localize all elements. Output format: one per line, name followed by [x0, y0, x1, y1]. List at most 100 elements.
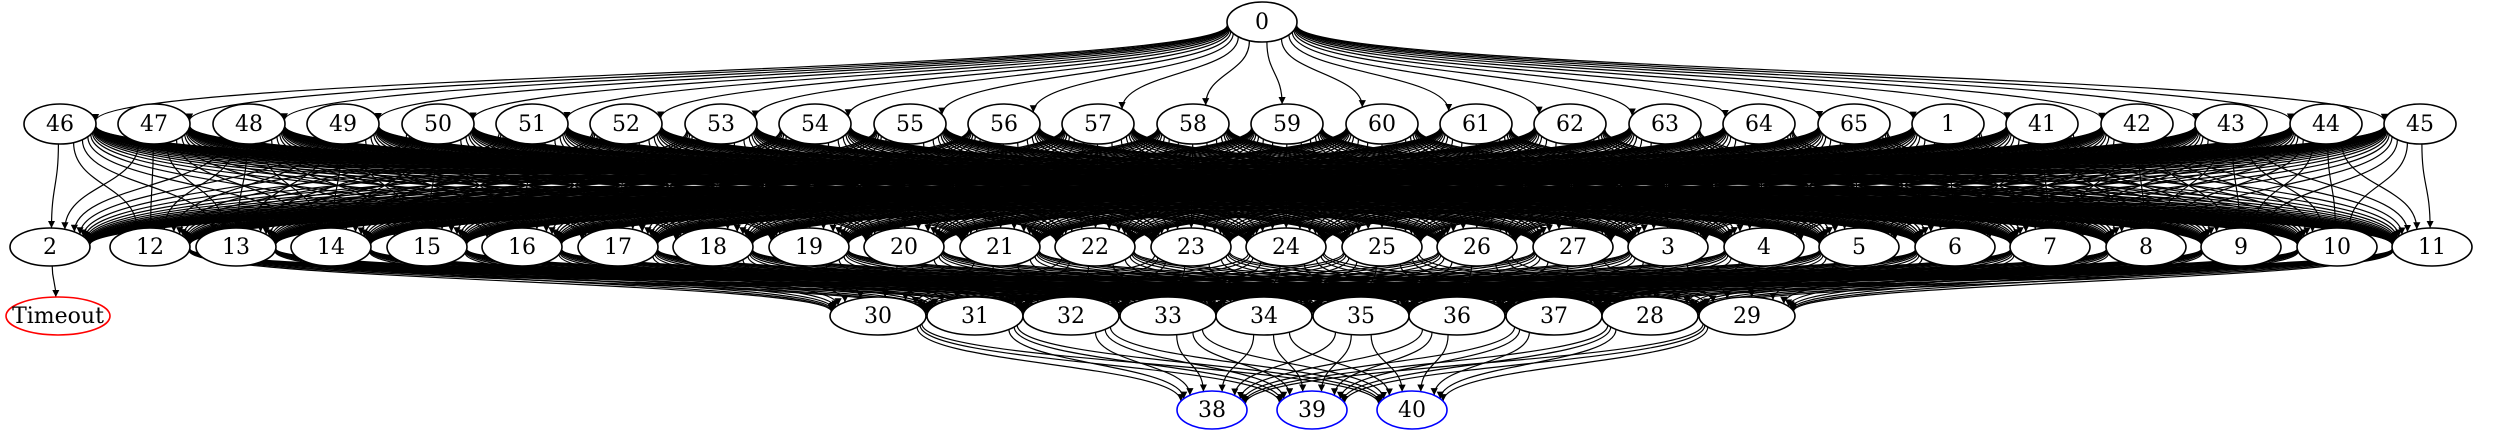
node-38-label: 38: [1198, 398, 1226, 423]
node-32[interactable]: 32: [1022, 296, 1120, 336]
node-10[interactable]: 10: [2296, 227, 2378, 267]
node-35[interactable]: 35: [1312, 296, 1410, 336]
node-49[interactable]: 49: [306, 103, 380, 145]
node-6[interactable]: 6: [1914, 227, 1996, 267]
node-1[interactable]: 1: [1911, 103, 1985, 145]
node-43-shape: [2194, 103, 2268, 145]
node-32-shape: [1022, 296, 1120, 336]
node-16[interactable]: 16: [481, 227, 563, 267]
node-46[interactable]: 46: [23, 103, 97, 145]
edge-53-to-2: [83, 130, 688, 241]
node-59[interactable]: 59: [1250, 103, 1324, 145]
node-48[interactable]: 48: [212, 103, 286, 145]
edge-55-to-2: [84, 128, 876, 242]
node-20[interactable]: 20: [863, 227, 945, 267]
node-57[interactable]: 57: [1061, 103, 1135, 145]
edge-0-to-43: [1295, 25, 2200, 121]
node-11[interactable]: 11: [2391, 227, 2473, 267]
edge-37-to-38: [1239, 326, 1516, 402]
node-34[interactable]: 34: [1215, 296, 1313, 336]
node-16-label: 16: [508, 235, 536, 260]
node-21[interactable]: 21: [959, 227, 1041, 267]
node-17[interactable]: 17: [577, 227, 659, 267]
node-12[interactable]: 12: [109, 227, 191, 267]
node-25[interactable]: 25: [1341, 227, 1423, 267]
node-24-label: 24: [1272, 235, 1300, 260]
node-7-shape: [2009, 227, 2091, 267]
node-7[interactable]: 7: [2009, 227, 2091, 267]
edge-0-to-49: [374, 25, 1229, 121]
edge-18-to-30: [742, 259, 849, 303]
node-16-shape: [481, 227, 563, 267]
node-44[interactable]: 44: [2289, 103, 2363, 145]
node-42[interactable]: 42: [2100, 103, 2174, 145]
node-47[interactable]: 47: [117, 103, 191, 145]
node-27[interactable]: 27: [1532, 227, 1614, 267]
node-9[interactable]: 9: [2200, 227, 2282, 267]
node-4[interactable]: 4: [1723, 227, 1805, 267]
node-60[interactable]: 60: [1345, 103, 1419, 145]
node-10-shape: [2296, 227, 2378, 267]
node-44-shape: [2289, 103, 2363, 145]
node-52[interactable]: 52: [589, 103, 663, 145]
node-43[interactable]: 43: [2194, 103, 2268, 145]
node-28[interactable]: 28: [1601, 296, 1699, 336]
node-37[interactable]: 37: [1505, 296, 1603, 336]
node-50[interactable]: 50: [401, 103, 475, 145]
node-30[interactable]: 30: [829, 296, 927, 336]
node-18[interactable]: 18: [672, 227, 754, 267]
node-38[interactable]: 38: [1176, 390, 1248, 430]
node-51[interactable]: 51: [495, 103, 569, 145]
node-55[interactable]: 55: [873, 103, 947, 145]
node-17-shape: [577, 227, 659, 267]
node-63[interactable]: 63: [1628, 103, 1702, 145]
node-31[interactable]: 31: [926, 296, 1024, 336]
node-8-label: 8: [2139, 235, 2153, 260]
node-33[interactable]: 33: [1119, 296, 1217, 336]
node-36[interactable]: 36: [1408, 296, 1506, 336]
edge-24-to-30: [918, 253, 1249, 309]
node-23[interactable]: 23: [1150, 227, 1232, 267]
node-1-label: 1: [1941, 112, 1955, 137]
node-65[interactable]: 65: [1817, 103, 1891, 145]
node-62[interactable]: 62: [1533, 103, 1607, 145]
node-3-shape: [1627, 227, 1709, 267]
node-8[interactable]: 8: [2105, 227, 2187, 267]
node-13[interactable]: 13: [195, 227, 277, 267]
node-3[interactable]: 3: [1627, 227, 1709, 267]
node-11-shape: [2391, 227, 2473, 267]
edge-45-to-4: [1797, 130, 2387, 241]
node-41[interactable]: 41: [2005, 103, 2079, 145]
edge-45-to-19: [845, 126, 2385, 245]
node-53-shape: [684, 103, 758, 145]
edge-45-to-6: [1986, 132, 2389, 238]
node-14[interactable]: 14: [290, 227, 372, 267]
node-0[interactable]: 0: [1226, 1, 1298, 43]
node-39[interactable]: 39: [1276, 390, 1348, 430]
node-53[interactable]: 53: [684, 103, 758, 145]
node-22[interactable]: 22: [1054, 227, 1136, 267]
node-15[interactable]: 15: [386, 227, 468, 267]
edge-62-to-2: [85, 126, 1535, 244]
node-23-label: 23: [1177, 235, 1205, 260]
edge-49-to-2: [76, 136, 315, 235]
edge-0-to-57: [1118, 36, 1239, 110]
node-56[interactable]: 56: [967, 103, 1041, 145]
node-5[interactable]: 5: [1818, 227, 1900, 267]
node-54[interactable]: 54: [778, 103, 852, 145]
node-45[interactable]: 45: [2383, 103, 2457, 145]
node-24[interactable]: 24: [1245, 227, 1327, 267]
node-64[interactable]: 64: [1722, 103, 1796, 145]
node-57-label: 57: [1084, 112, 1112, 137]
node-40[interactable]: 40: [1376, 390, 1448, 430]
node-2[interactable]: 2: [9, 227, 91, 267]
edge-32-to-38: [1094, 332, 1194, 396]
node-58[interactable]: 58: [1156, 103, 1230, 145]
node-timeout[interactable]: Timeout: [5, 296, 111, 336]
node-19[interactable]: 19: [768, 227, 850, 267]
node-29[interactable]: 29: [1698, 296, 1796, 336]
edge-17-to-30: [652, 256, 842, 306]
node-26[interactable]: 26: [1436, 227, 1518, 267]
node-61[interactable]: 61: [1439, 103, 1513, 145]
edge-0-to-59: [1266, 41, 1286, 105]
